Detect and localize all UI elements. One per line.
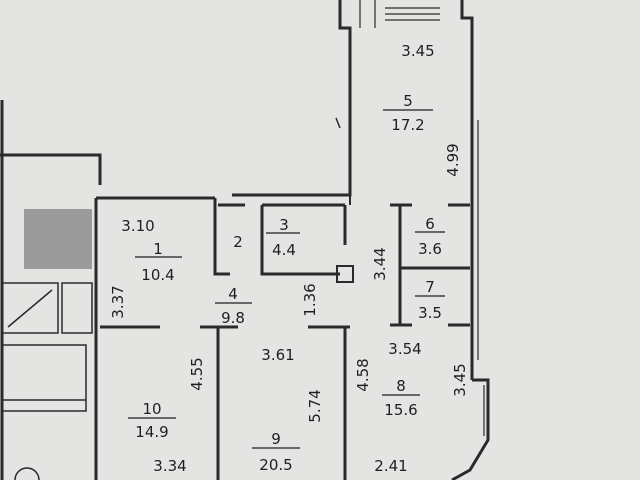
room-1-number: 1 — [153, 240, 163, 258]
room-10-area: 14.9 — [135, 423, 168, 441]
dim-room8-width: 3.54 — [388, 340, 421, 358]
neighbor-block — [24, 209, 92, 269]
dim-corridor-width: 1.36 — [301, 283, 319, 316]
dim-lower-width: 2.41 — [374, 457, 407, 475]
room-5-number: 5 — [403, 92, 413, 110]
wall-room1-right — [213, 198, 230, 276]
room-6-number: 6 — [425, 215, 435, 233]
dim-room5-width: 3.45 — [401, 42, 434, 60]
fraction-lines — [128, 109, 445, 449]
room-9-number: 9 — [271, 430, 281, 448]
room-8-number: 8 — [396, 377, 406, 395]
dim-room9-length: 5.74 — [306, 389, 324, 422]
dim-room5-length: 4.99 — [444, 143, 462, 176]
room-1-area: 10.4 — [141, 266, 174, 284]
dim-room8-length: 4.58 — [354, 358, 372, 391]
inner-walls — [100, 198, 470, 480]
room-10-number: 10 — [142, 400, 161, 418]
left-neighbor-rooms — [1, 282, 93, 480]
dim-room10-length: 4.55 — [188, 357, 206, 390]
dim-room8-side: 3.45 — [451, 363, 469, 396]
room-3-number: 3 — [279, 216, 289, 234]
dim-room9-width: 3.61 — [261, 346, 294, 364]
dim-room1-depth: 3.37 — [109, 285, 127, 318]
room-2-number: 2 — [233, 233, 243, 251]
dim-room10-width: 3.34 — [153, 457, 186, 475]
wall-room3-frame — [260, 205, 340, 276]
room-6-area: 3.6 — [418, 240, 442, 258]
vent-shaft — [336, 265, 354, 283]
room-8-area: 15.6 — [384, 401, 417, 419]
window-marks — [359, 0, 485, 436]
wall-room5-left — [232, 0, 352, 197]
room-4-number: 4 — [228, 285, 238, 303]
room-5-area: 17.2 — [391, 116, 424, 134]
wall-room5-top-right — [460, 0, 474, 380]
wall-bay-window — [451, 378, 490, 480]
tick-mark — [335, 117, 341, 129]
room-7-area: 3.5 — [418, 304, 442, 322]
room-4-area: 9.8 — [221, 309, 245, 327]
dim-room6-7-side: 3.44 — [371, 247, 389, 280]
wall-upper-left — [0, 153, 102, 185]
room-9-area: 20.5 — [259, 456, 292, 474]
room-3-area: 4.4 — [272, 241, 296, 259]
room-7-number: 7 — [425, 278, 435, 296]
outer-walls — [0, 0, 490, 480]
dim-room1-width: 3.10 — [121, 217, 154, 235]
